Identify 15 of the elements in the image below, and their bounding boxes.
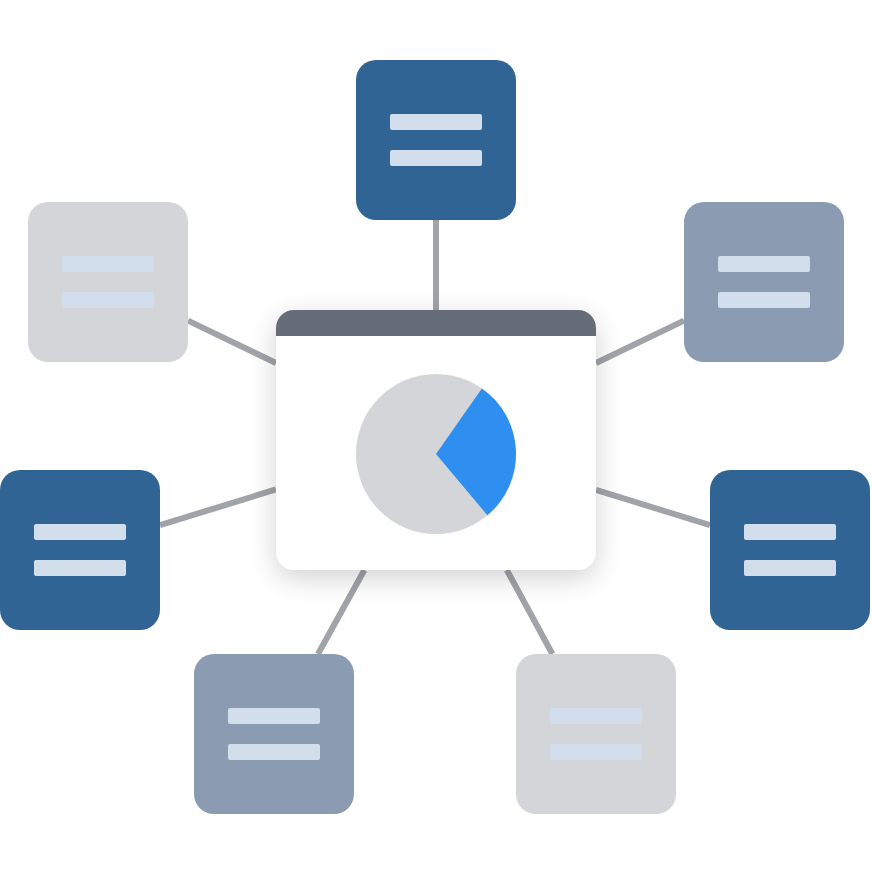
connector-line: [315, 568, 368, 656]
document-tile: [684, 202, 844, 362]
window-panel: [276, 310, 596, 570]
document-tile: [0, 470, 160, 630]
document-tile: [710, 470, 870, 630]
document-tile: [516, 654, 676, 814]
connector-line: [186, 317, 278, 366]
document-tile: [28, 202, 188, 362]
connector-line: [159, 486, 277, 529]
connector-line: [433, 220, 439, 310]
connector-line: [594, 317, 686, 366]
document-tile: [356, 60, 516, 220]
connector-line: [595, 486, 711, 529]
document-tile: [194, 654, 354, 814]
connector-line: [504, 568, 556, 656]
